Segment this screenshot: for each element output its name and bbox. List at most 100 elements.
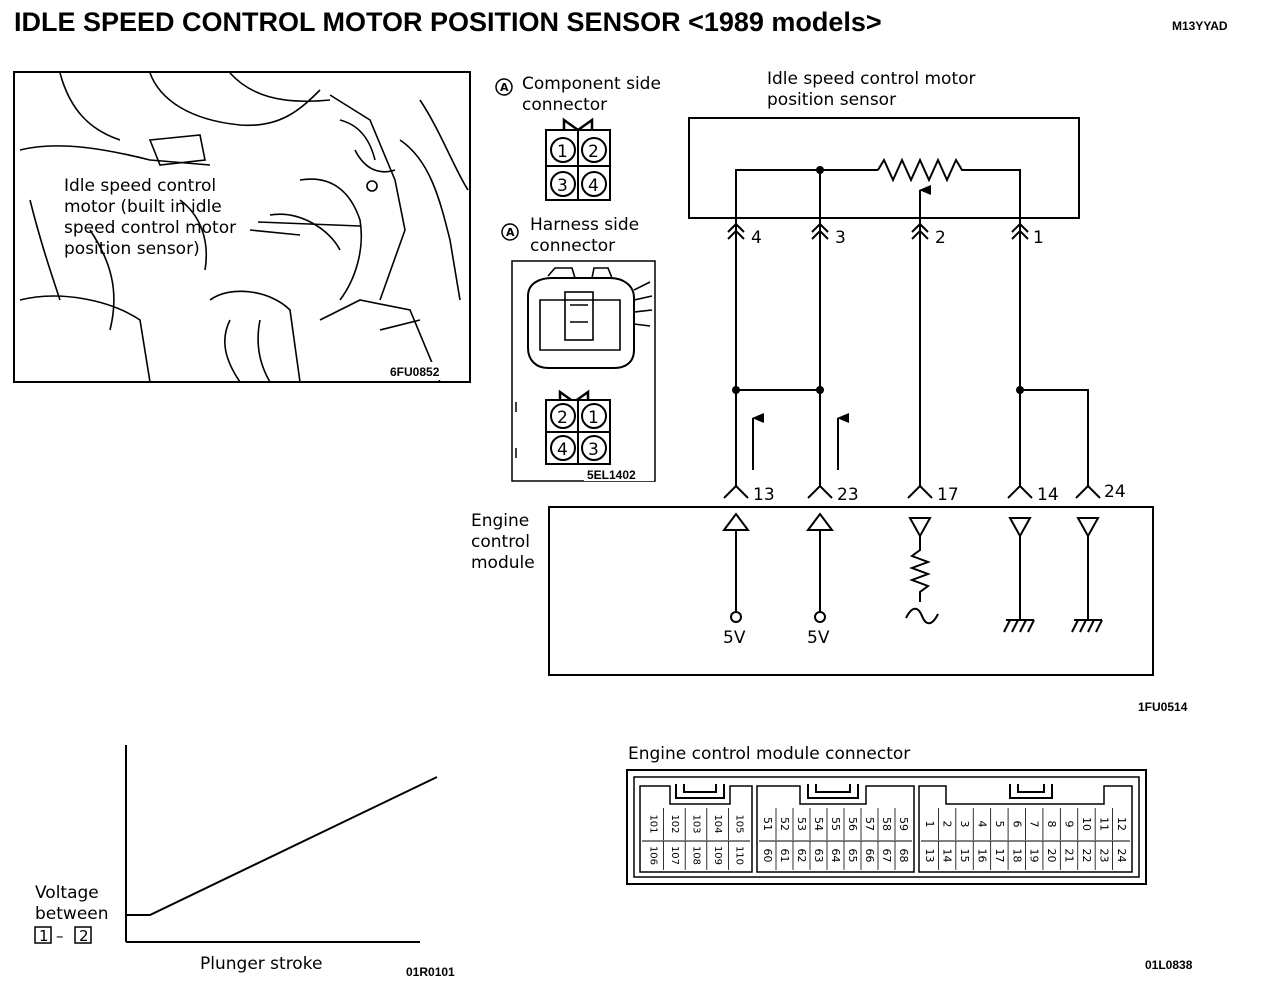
- svg-text:A: A: [506, 226, 515, 239]
- svg-text:A: A: [500, 81, 509, 94]
- ecm-connector-pin: 14: [941, 849, 954, 863]
- current-flow-arrows: [752, 413, 849, 470]
- ecm-connector-pin: 23: [1097, 849, 1110, 863]
- wire-junction-dot: [816, 386, 824, 394]
- ecm-connector-pin: 11: [1097, 817, 1110, 831]
- harness-pin: 4: [557, 440, 568, 460]
- ecm-connector-pin: 12: [1115, 817, 1128, 831]
- supply-voltage-label: 5V: [723, 628, 746, 648]
- component-connector-label: Component side connector: [522, 74, 661, 115]
- ecm-connector-pin: 18: [1010, 848, 1023, 862]
- svg-text:2: 2: [79, 927, 89, 945]
- harness-pin: 1: [588, 408, 599, 428]
- ecm-connector-pin: 17: [993, 849, 1006, 863]
- ecm-connector-pin: 56: [846, 817, 859, 831]
- ecm-connector-pin: 60: [761, 849, 774, 863]
- ecm-terminal: 24: [1104, 482, 1126, 502]
- ecm-connector-pin: 101: [647, 814, 658, 833]
- harness-wires: [735, 232, 1089, 486]
- sensor-terminal: 4: [751, 228, 762, 248]
- ecm-connector-pin: 67: [880, 849, 893, 863]
- ecm-connector-pin: 4: [975, 821, 988, 828]
- ecm-connector-pin: 68: [897, 849, 910, 863]
- ecm-connector-pin: 64: [829, 849, 842, 863]
- svg-text:module: module: [471, 553, 535, 573]
- ecm-connector-pin: 106: [647, 846, 658, 865]
- svg-text:Component side: Component side: [522, 74, 661, 94]
- ecm-box: [548, 506, 1154, 676]
- ecm-connector-pin: 16: [975, 849, 988, 863]
- graph-voltage-line: [126, 776, 438, 916]
- wire-junction-dot: [1016, 386, 1024, 394]
- ecm-connector-pin: 5: [993, 821, 1006, 828]
- graph-x-label: Plunger stroke: [200, 954, 322, 974]
- harness-connector-marker: A: [501, 223, 519, 241]
- supply-voltage-label: 5V: [807, 628, 830, 648]
- ecm-connector-pin: 1: [923, 821, 936, 828]
- ecm-connector-pin: 10: [1080, 817, 1093, 831]
- component-connector-face: [545, 117, 611, 201]
- svg-text:Idle speed control: Idle speed control: [64, 176, 216, 196]
- ecm-connector-pin: 51: [761, 817, 774, 831]
- svg-text:motor (built in idle: motor (built in idle: [64, 197, 222, 217]
- ecm-terminal: 17: [937, 485, 959, 505]
- ecm-connector-pin: 20: [1045, 849, 1058, 863]
- sensor-label: Idle speed control motor position sensor: [767, 69, 976, 110]
- sensor-terminal: 2: [935, 228, 946, 248]
- ecm-connector-pin: 53: [795, 817, 808, 831]
- ecm-connector-pin: 58: [880, 817, 893, 831]
- ecm-connector-pin: 3: [958, 821, 971, 828]
- ecm-terminal: 14: [1037, 485, 1059, 505]
- engine-photo-illustration: [13, 71, 471, 383]
- wire-junction-dot: [732, 386, 740, 394]
- ecm-connector-pin: 19: [1028, 849, 1041, 863]
- graph-terminal-label: 1 – 2: [34, 926, 92, 945]
- ecm-connector-pin: 104: [712, 814, 723, 833]
- page-title: IDLE SPEED CONTROL MOTOR POSITION SENSOR…: [14, 7, 882, 37]
- page-code: M13YYAD: [1172, 19, 1228, 33]
- ecm-connector-figure-code: 01L0838: [1145, 958, 1193, 972]
- ecm-connector-body: [626, 769, 1147, 885]
- svg-text:Idle speed control motor: Idle speed control motor: [767, 69, 976, 89]
- sensor-box: [688, 117, 1080, 219]
- harness-connector-label: Harness side connector: [530, 215, 639, 256]
- ecm-connector-pin: 13: [923, 849, 936, 863]
- sensor-terminal-connectors: [727, 222, 1029, 240]
- component-pin: 3: [557, 176, 568, 196]
- ecm-connector-pin: 109: [712, 846, 723, 865]
- component-connector-pins: 1 2 3 4: [557, 142, 599, 196]
- harness-connector-pins: 2 1 4 3: [557, 408, 599, 460]
- ecm-connector-pin: 66: [863, 849, 876, 863]
- ecm-terminal: 13: [753, 485, 775, 505]
- svg-text:1: 1: [39, 927, 49, 945]
- sensor-terminal: 1: [1033, 228, 1044, 248]
- svg-text:position sensor: position sensor: [767, 90, 896, 110]
- ecm-internal-circuits: [722, 512, 1103, 633]
- ecm-terminal: 23: [837, 485, 859, 505]
- ecm-connector-pin: 7: [1028, 821, 1041, 828]
- svg-text:–: –: [56, 927, 64, 945]
- ecm-connector-pin: 57: [863, 817, 876, 831]
- sensor-internal-wiring: [735, 157, 1021, 232]
- ecm-connector-pin: 105: [734, 814, 745, 833]
- ecm-connector-pin: 24: [1115, 849, 1128, 863]
- svg-text:speed control motor: speed control motor: [64, 218, 236, 238]
- ecm-connector-pin: 8: [1045, 821, 1058, 828]
- sensor-terminal-numbers: 4 3 2 1: [751, 228, 1044, 248]
- ecm-connector-pin: 55: [829, 817, 842, 831]
- svg-text:control: control: [471, 532, 530, 552]
- ecm-connector-pin: 2: [941, 821, 954, 828]
- ecm-connector-pin: 15: [958, 849, 971, 863]
- ecm-connector-pin: 52: [778, 817, 791, 831]
- svg-text:Engine: Engine: [471, 511, 529, 531]
- component-pin: 1: [557, 142, 568, 162]
- svg-text:Voltage: Voltage: [35, 883, 99, 903]
- component-pin: 2: [588, 142, 599, 162]
- ecm-connector-pin: 54: [812, 817, 825, 831]
- svg-text:connector: connector: [522, 95, 607, 115]
- voltage-graph: [125, 745, 438, 943]
- svg-text:between: between: [35, 904, 109, 924]
- ecm-terminal-numbers: 13 23 17 14 24: [753, 482, 1126, 505]
